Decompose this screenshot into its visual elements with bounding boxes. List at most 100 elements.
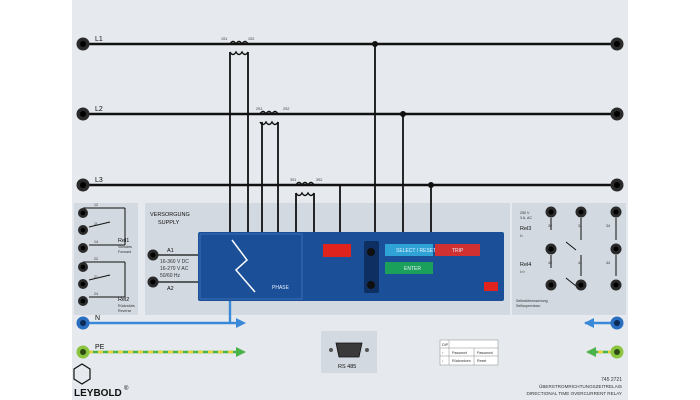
socket-rel1-b[interactable] xyxy=(78,225,88,235)
socket-rel4-a[interactable] xyxy=(545,279,557,291)
socket-rel3-b[interactable] xyxy=(575,206,587,218)
rel1-name: Rel1 xyxy=(118,238,129,244)
socket-rel1-c[interactable] xyxy=(78,243,88,253)
socket-supply-a2[interactable] xyxy=(147,276,159,288)
settings-row1-en: Password xyxy=(477,351,493,355)
socket-n-right[interactable] xyxy=(610,316,624,330)
line-pe: PE xyxy=(88,344,612,357)
supply-a1-label: A1 xyxy=(167,248,174,254)
title-en: DIRECTIONAL TIME OVERCURRENT RELAY xyxy=(526,391,622,396)
settings-header: DIP xyxy=(442,343,449,347)
rel4-term-b: 41 xyxy=(578,261,582,265)
trip-label: TRIP xyxy=(452,248,464,254)
line-pe-label: PE xyxy=(95,344,105,351)
rel1-desc2: Forward xyxy=(118,250,131,254)
line-l1-label: L1 xyxy=(95,36,103,43)
supply-section: VERSORGUNG SUPPLY A1 A2 16-360 V DC 16-2… xyxy=(150,212,198,292)
socket-rel4-c[interactable] xyxy=(610,279,622,291)
transformer-2: 2S1 2S2 xyxy=(256,107,289,232)
supply-spec-dc: 16-360 V DC xyxy=(160,259,189,265)
supply-spec-ac: 16-270 V AC xyxy=(160,266,189,272)
rel3-name: Rel3 xyxy=(520,226,531,232)
dip-switches[interactable] xyxy=(484,282,498,291)
ct1-p1-label: 1S1 xyxy=(221,37,227,41)
rel3-term-c: 34 xyxy=(606,224,610,228)
settings-row1-key: ↑ xyxy=(442,351,444,355)
title-block: 745 2721 ÜBERSTROMRICHTUNGSZEITRELAIS DI… xyxy=(526,377,622,396)
trip-button[interactable]: TRIP xyxy=(435,244,480,256)
socket-l1-right[interactable] xyxy=(610,37,624,51)
socket-rel3-e[interactable] xyxy=(610,243,622,255)
socket-l3-left[interactable] xyxy=(76,178,90,192)
socket-l2-left[interactable] xyxy=(76,107,90,121)
transformer-3: 3S1 3S2 xyxy=(290,178,322,232)
relay-display xyxy=(323,244,351,257)
rel1-term-a: 12 xyxy=(94,203,98,207)
enter-button[interactable]: ENTER xyxy=(385,262,433,274)
relay-right-dial[interactable] xyxy=(367,281,375,289)
voltage-taps xyxy=(339,41,434,240)
rel4-name: Rel4 xyxy=(520,262,531,268)
line-l3-label: L3 xyxy=(95,177,103,184)
supply-spec-freq: 50/60 Hz xyxy=(160,273,181,279)
settings-row2-key: ↓ xyxy=(442,359,444,363)
rel2-term-c: 24 xyxy=(94,292,98,296)
socket-pe-right[interactable] xyxy=(610,345,624,359)
socket-rel3-c[interactable] xyxy=(610,206,622,218)
ct3-p2-label: 3S2 xyxy=(316,178,322,182)
socket-l1-left[interactable] xyxy=(76,37,90,51)
socket-pe-left[interactable] xyxy=(76,345,90,359)
rel1-term-c: 14 xyxy=(94,240,98,244)
socket-l2-right[interactable] xyxy=(610,107,624,121)
rel2-desc2: Reverse xyxy=(118,309,131,313)
socket-rel3-d[interactable] xyxy=(545,243,557,255)
settings-row2-en: Reset xyxy=(477,359,486,363)
settings-row1-de: Passwort xyxy=(452,351,467,355)
relay-module: PHASE xyxy=(198,232,504,301)
socket-rel3-a[interactable] xyxy=(545,206,557,218)
rel2-name: Rel2 xyxy=(118,297,129,303)
right-caption-de: Selbstüberwachung xyxy=(516,299,548,303)
ct2-p1-label: 2S1 xyxy=(256,107,262,111)
socket-rel2-b[interactable] xyxy=(78,279,88,289)
title-de: ÜBERSTROMRICHTUNGSZEITRELAIS xyxy=(539,383,622,389)
rel2-desc1: Rückwärts xyxy=(118,304,135,308)
select-reset-button[interactable]: SELECT / RESET xyxy=(385,244,436,256)
brand-reg: ® xyxy=(124,385,129,392)
line-l2: L2 xyxy=(82,106,618,116)
socket-rel2-c[interactable] xyxy=(78,296,88,306)
socket-supply-a1[interactable] xyxy=(147,249,159,261)
socket-rel1-a[interactable] xyxy=(78,208,88,218)
brand-name: LEYBOLD xyxy=(74,388,122,399)
line-n: N xyxy=(88,300,612,328)
line-l1: L1 xyxy=(82,36,618,46)
supply-title-de: VERSORGUNG xyxy=(150,212,190,218)
settings-table: DIP ↑ Passwort Password ↓ Rücksetzen Res… xyxy=(439,339,499,366)
socket-l3-right[interactable] xyxy=(610,178,624,192)
ct3-p1-label: 3S1 xyxy=(290,178,296,182)
socket-rel4-b[interactable] xyxy=(575,279,587,291)
right-relay-block-content: 250 V 3 A, AC Rel3 I> Rel4 I>> Selbstübe… xyxy=(516,211,617,308)
socket-rel2-a[interactable] xyxy=(78,262,88,272)
rel4-symbol: I>> xyxy=(520,270,525,274)
line-n-label: N xyxy=(95,315,100,322)
rel3-term-b: 31 xyxy=(578,224,582,228)
rel3-term-a: 32 xyxy=(548,224,552,228)
select-reset-label: SELECT / RESET xyxy=(396,248,436,254)
rel4-term-a: 42 xyxy=(548,261,552,265)
ct2-p2-label: 2S2 xyxy=(283,107,289,111)
supply-a2-label: A2 xyxy=(167,286,174,292)
rel2-term-b: 21 xyxy=(94,275,98,279)
right-spec-voltage: 250 V xyxy=(520,211,530,215)
transformer-1: 1S1 1S2 xyxy=(221,37,254,232)
line-l3: L3 xyxy=(82,177,618,187)
rs485-port[interactable]: RS 485 xyxy=(321,331,377,373)
rs485-label: RS 485 xyxy=(338,364,356,370)
relay-left-dial[interactable] xyxy=(367,248,375,256)
part-number: 745 2721 xyxy=(601,377,622,383)
socket-n-left[interactable] xyxy=(76,316,90,330)
rel2-term-a: 22 xyxy=(94,257,98,261)
supply-title-en: SUPPLY xyxy=(158,220,180,226)
rel1-desc1: Vorwärts xyxy=(118,245,132,249)
